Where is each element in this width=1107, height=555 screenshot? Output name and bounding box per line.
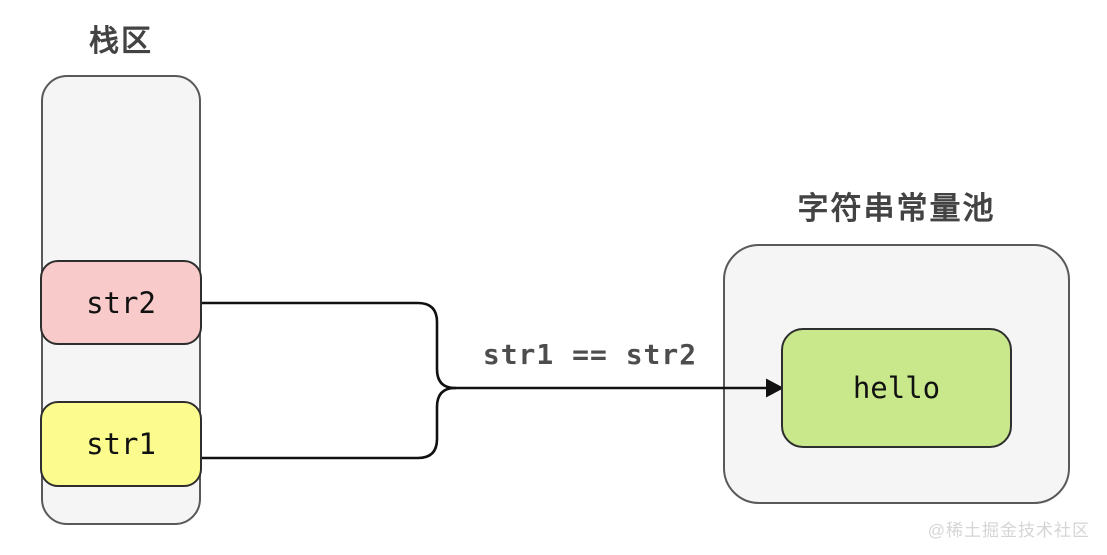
stack-variable-str1: str1 [40,401,202,487]
equality-annotation: str1 == str2 [482,338,698,371]
str1-label: str1 [86,427,156,461]
str2-connector-line [200,301,457,390]
str2-label: str2 [86,285,156,320]
string-pool-title: 字符串常量池 [797,191,996,226]
stack-area-title: 栈区 [89,25,153,58]
str1-connector-line [200,386,457,460]
watermark: @稀土掘金技术社区 [927,521,1090,540]
stack-variable-str2: str2 [40,260,202,345]
pool-string-hello: hello [781,328,1012,448]
hello-label: hello [852,371,941,405]
